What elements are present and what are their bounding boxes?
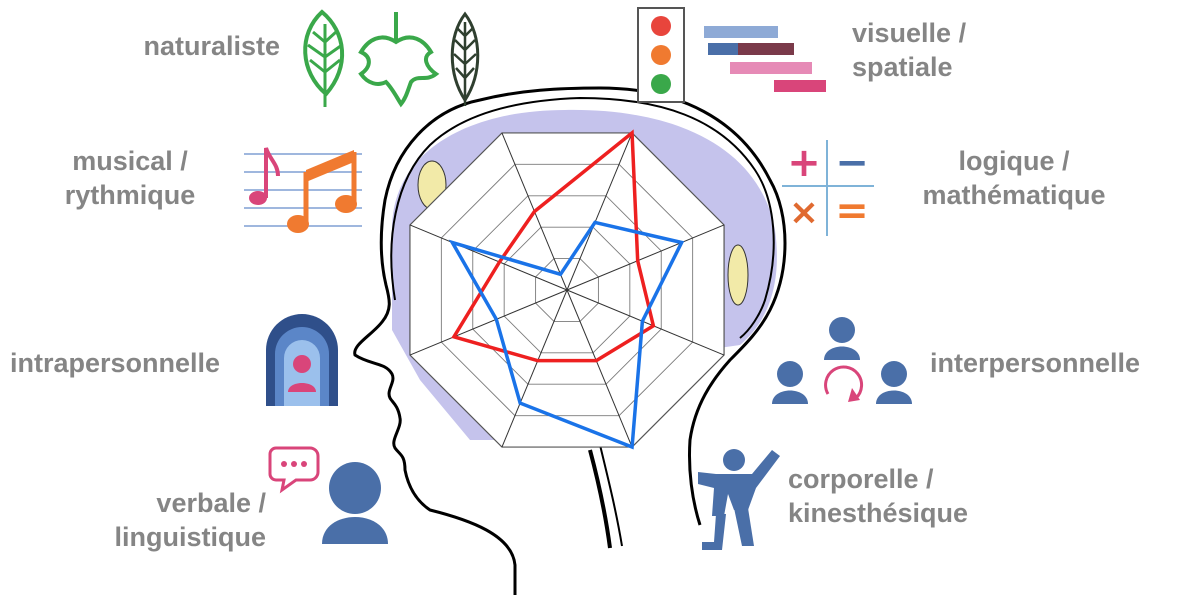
label-visuelle-line-2: spatiale bbox=[852, 52, 953, 82]
radar-spoke bbox=[566, 224, 725, 291]
radar-chart bbox=[409, 129, 725, 450]
radar-spoke bbox=[566, 289, 633, 448]
maple-leaf-icon bbox=[358, 12, 440, 108]
radar-spoke bbox=[566, 132, 633, 291]
label-intrapersonnelle: intrapersonnelle bbox=[10, 346, 250, 380]
brain-spot bbox=[727, 244, 749, 306]
label-intrapersonnelle-line: intrapersonnelle bbox=[10, 348, 221, 378]
label-visuelle-line-1: visuelle / bbox=[852, 18, 967, 48]
label-verbale-line-2: linguistique bbox=[114, 522, 267, 552]
equals-symbol: = bbox=[835, 188, 869, 234]
label-naturaliste-line: naturaliste bbox=[143, 31, 280, 61]
person-speech-bubble-icon bbox=[268, 446, 388, 544]
label-verbale-linguistique: verbale / linguistique bbox=[80, 486, 267, 554]
jumping-person-icon bbox=[698, 449, 780, 550]
label-interpersonnelle: interpersonnelle bbox=[930, 346, 1170, 380]
label-corporelle-line-1: corporelle / bbox=[788, 464, 934, 494]
label-logique-line-2: mathématique bbox=[922, 180, 1106, 210]
radar-series-line-1 bbox=[451, 129, 656, 363]
math-operators-icon: + − × = bbox=[782, 140, 874, 236]
label-visuelle-spatiale: visuelle / spatiale bbox=[852, 16, 1052, 84]
label-musical-line-1: musical / bbox=[72, 146, 188, 176]
head-outline bbox=[353, 86, 787, 595]
music-notes-icon bbox=[244, 147, 362, 233]
times-symbol: × bbox=[789, 192, 819, 233]
gantt-bars-icon bbox=[704, 26, 826, 92]
label-corporelle-kinesthesique: corporelle / kinesthésique bbox=[788, 462, 998, 530]
label-logique-line-1: logique / bbox=[958, 146, 1070, 176]
radar-spoke bbox=[566, 289, 725, 356]
radar-web bbox=[409, 132, 725, 448]
label-corporelle-line-2: kinesthésique bbox=[788, 498, 969, 528]
label-naturaliste: naturaliste bbox=[100, 29, 280, 63]
people-cycle-icon bbox=[772, 317, 912, 404]
label-musical-line-2: rythmique bbox=[64, 180, 196, 210]
radar-spoke bbox=[501, 289, 568, 448]
traffic-light-icon bbox=[637, 7, 685, 103]
neck-line bbox=[599, 444, 623, 547]
minus-symbol: − bbox=[835, 140, 869, 186]
radar-series-line-2 bbox=[448, 220, 685, 450]
label-logique-mathematique: logique / mathématique bbox=[904, 144, 1124, 212]
person-in-circles-icon bbox=[266, 314, 338, 406]
label-musical-rythmique: musical / rythmique bbox=[40, 144, 220, 212]
label-verbale-line-1: verbale / bbox=[156, 488, 266, 518]
radar-spoke bbox=[409, 289, 568, 356]
fern-leaf-icon bbox=[450, 11, 480, 106]
radar-spoke bbox=[409, 224, 568, 291]
leaf-icon bbox=[303, 9, 345, 107]
label-interpersonnelle-line: interpersonnelle bbox=[930, 348, 1141, 378]
plus-symbol: + bbox=[787, 140, 821, 186]
radar-series bbox=[448, 129, 685, 450]
neck-line bbox=[588, 449, 612, 549]
